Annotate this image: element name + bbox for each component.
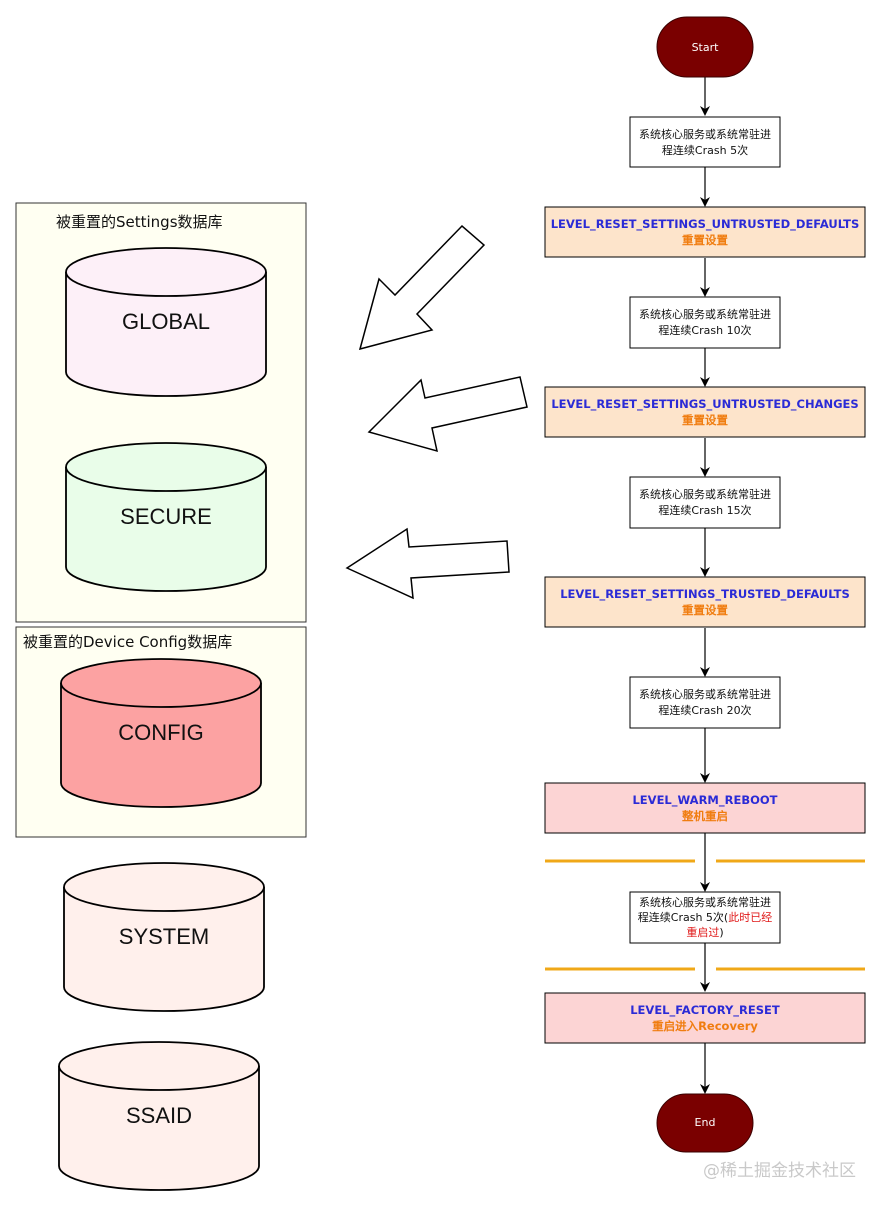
crash-10-process: 系统核心服务或系统常驻进 程连续Crash 10次 [629,296,781,349]
level-5-title: LEVEL_FACTORY_RESET [630,1003,780,1018]
crash-15-line2: 程连续Crash 15次 [658,503,751,517]
crash-after-line2: 程连续Crash 5次(此时已经 [638,910,772,924]
level-factory-reset: LEVEL_FACTORY_RESET 重启进入Recovery [544,992,866,1044]
crash-5-after-reboot-process: 系统核心服务或系统常驻进 程连续Crash 5次(此时已经 重启过) [629,891,781,944]
global-database-label: GLOBAL [122,309,210,334]
level-5-sub: 重启进入Recovery [652,1019,758,1033]
level-4-sub: 整机重启 [681,809,728,823]
level-reset-untrusted-defaults: LEVEL_RESET_SETTINGS_UNTRUSTED_DEFAULTS … [544,206,866,258]
start-node-label: Start [692,41,720,54]
level-4-title: LEVEL_WARM_REBOOT [632,793,777,808]
config-database: CONFIG [60,658,262,808]
start-node: Start [656,16,754,78]
device-config-db-group-label: 被重置的Device Config数据库 [23,633,232,651]
crash-after-line3-black: ) [719,926,723,939]
level-2-title: LEVEL_RESET_SETTINGS_UNTRUSTED_CHANGES [551,397,858,412]
settings-db-group-label: 被重置的Settings数据库 [56,213,223,231]
system-database-label: SYSTEM [119,924,209,949]
config-database-label: CONFIG [118,720,204,745]
big-arrow-3-icon [345,527,510,600]
crash-20-process: 系统核心服务或系统常驻进 程连续Crash 20次 [629,676,781,729]
crash-10-line1: 系统核心服务或系统常驻进 [639,307,771,321]
end-node: End [656,1093,754,1153]
crash-after-line1: 系统核心服务或系统常驻进 [639,895,771,909]
watermark: @稀土掘金技术社区 [703,1161,856,1181]
big-arrow-1-icon [358,224,486,351]
level-1-title: LEVEL_RESET_SETTINGS_UNTRUSTED_DEFAULTS [551,217,860,232]
crash-10-line2: 程连续Crash 10次 [658,323,751,337]
big-arrow-2-icon [367,376,528,453]
level-2-sub: 重置设置 [682,413,728,427]
crash-after-line3: 重启过) [686,925,723,939]
crash-after-line2-red: 此时已经 [728,911,772,924]
level-reset-untrusted-changes: LEVEL_RESET_SETTINGS_UNTRUSTED_CHANGES 重… [544,386,866,438]
crash-20-line1: 系统核心服务或系统常驻进 [639,687,771,701]
crash-20-line2: 程连续Crash 20次 [658,703,751,717]
crash-after-line3-red: 重启过 [686,925,719,939]
level-3-sub: 重置设置 [682,603,728,617]
level-warm-reboot: LEVEL_WARM_REBOOT 整机重启 [544,782,866,834]
crash-after-line2-black: 程连续Crash 5次( [638,910,728,924]
global-database: GLOBAL [65,247,267,397]
ssaid-database-label: SSAID [126,1103,192,1128]
end-node-label: End [695,1116,716,1129]
crash-5-process: 系统核心服务或系统常驻进 程连续Crash 5次 [629,116,781,168]
crash-5-line2: 程连续Crash 5次 [662,143,748,157]
level-3-title: LEVEL_RESET_SETTINGS_TRUSTED_DEFAULTS [560,587,850,602]
level-reset-trusted-defaults: LEVEL_RESET_SETTINGS_TRUSTED_DEFAULTS 重置… [544,576,866,628]
crash-15-line1: 系统核心服务或系统常驻进 [639,487,771,501]
system-database: SYSTEM [63,862,265,1012]
crash-15-process: 系统核心服务或系统常驻进 程连续Crash 15次 [629,476,781,529]
level-1-sub: 重置设置 [682,233,728,247]
ssaid-database: SSAID [58,1041,260,1191]
secure-database-label: SECURE [120,504,212,529]
secure-database: SECURE [65,442,267,592]
crash-5-line1: 系统核心服务或系统常驻进 [639,127,771,141]
